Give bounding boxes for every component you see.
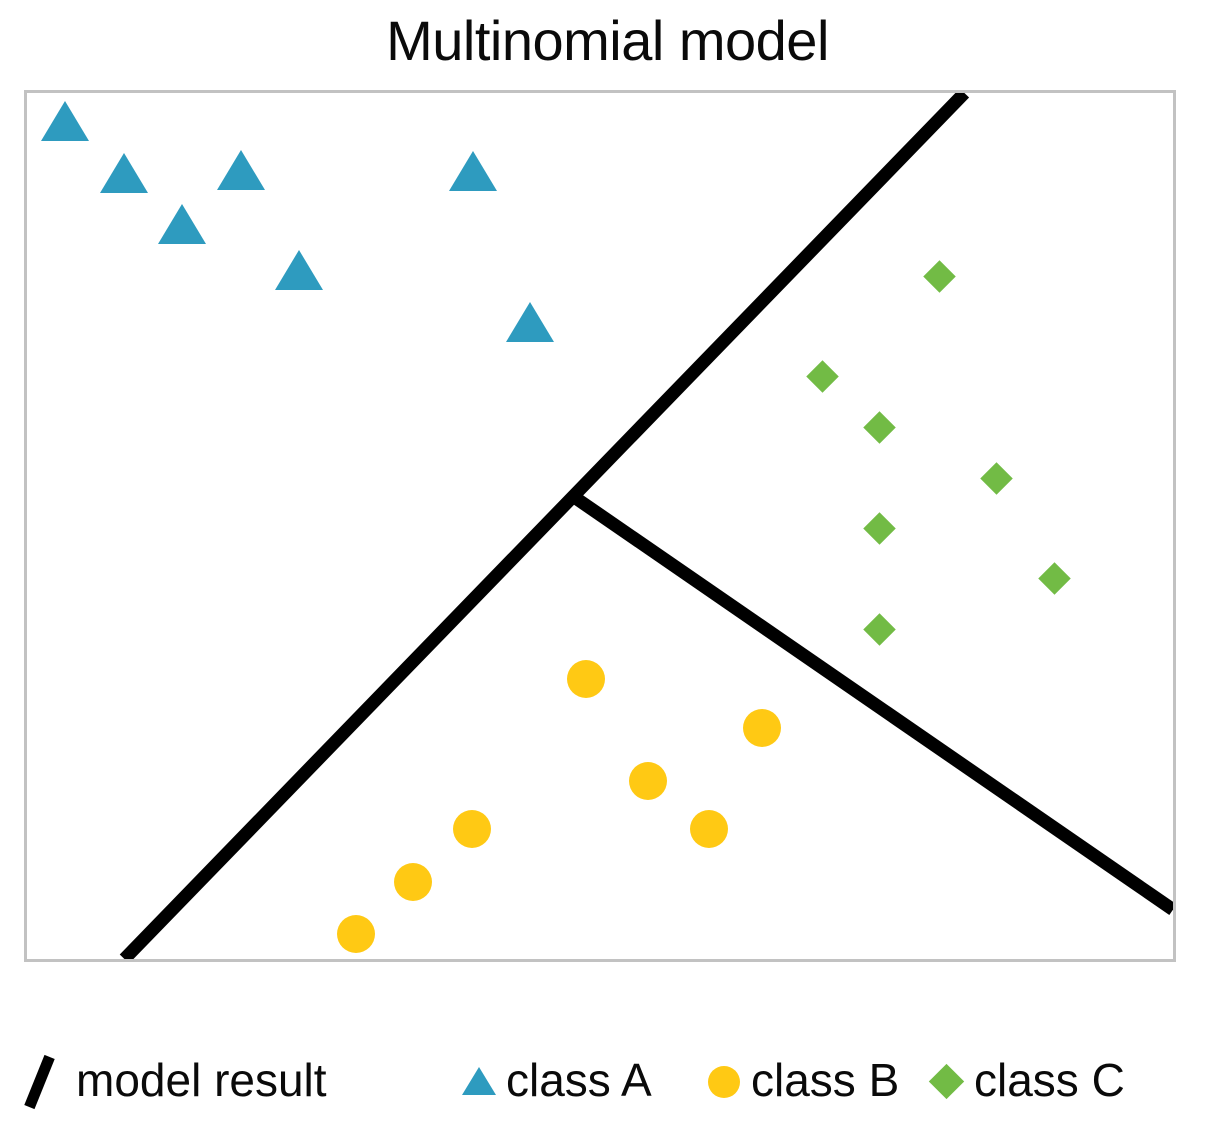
legend-entry-class-b[interactable]: class B [697, 1050, 899, 1110]
boundary-b-vs-c [571, 492, 1173, 915]
legend: model result class A class B class C [0, 1042, 1215, 1122]
plot-area [24, 90, 1176, 962]
decision-boundary-layer [119, 93, 1173, 959]
legend-circle-icon [697, 1053, 751, 1107]
legend-triangle-icon [452, 1053, 506, 1107]
legend-label: model result [76, 1054, 327, 1106]
boundary-a-vs-rest [119, 93, 970, 959]
legend-label: class B [751, 1054, 900, 1106]
legend-label: class C [974, 1054, 1125, 1106]
legend-entry-class-a[interactable]: class A [452, 1050, 652, 1110]
legend-diamond-icon [920, 1053, 974, 1107]
legend-entry-model-result[interactable]: model result [22, 1050, 327, 1110]
legend-line-icon [22, 1053, 76, 1110]
triangle-glyph [462, 1067, 496, 1095]
circle-glyph [708, 1066, 740, 1098]
legend-entry-class-c[interactable]: class C [920, 1050, 1125, 1110]
page-title: Multinomial model [386, 9, 829, 72]
legend-label: class A [506, 1054, 652, 1106]
line-glyph [24, 1054, 55, 1110]
diamond-glyph [928, 1063, 965, 1100]
